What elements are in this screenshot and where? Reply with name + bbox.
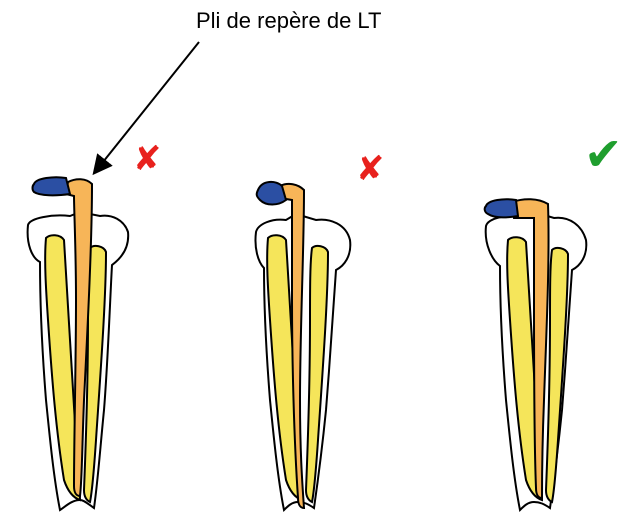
verdict-left-mark: ✘ bbox=[133, 139, 162, 179]
tooth-left-stop bbox=[33, 177, 71, 195]
tooth-middle-stop bbox=[257, 182, 286, 205]
tooth-right bbox=[485, 199, 587, 510]
verdict-middle-mark: ✘ bbox=[356, 149, 385, 189]
verdict-right-mark: ✔ bbox=[584, 127, 623, 181]
tooth-middle bbox=[255, 182, 350, 510]
tooth-left bbox=[28, 177, 129, 510]
tooth-right-stop bbox=[485, 199, 518, 217]
